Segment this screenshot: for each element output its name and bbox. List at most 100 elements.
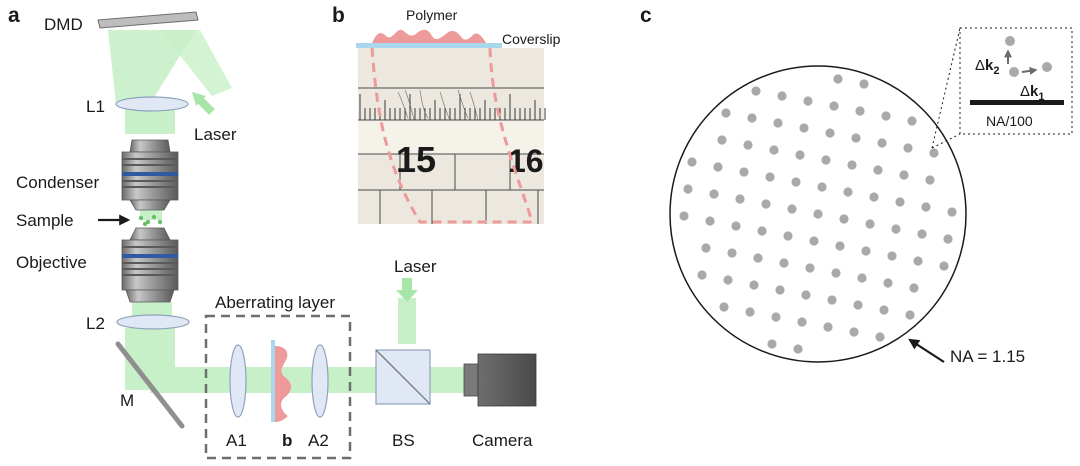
a2-label: A2: [308, 431, 329, 450]
k-space-dot: [883, 278, 893, 288]
sample-beads: [138, 214, 163, 227]
lens-l2: [116, 314, 190, 330]
aberrating-layer-label: Aberrating layer: [215, 293, 335, 312]
k-space-dot: [829, 101, 839, 111]
k-space-dot: [905, 310, 915, 320]
k-space-dot: [809, 236, 819, 246]
k-space-dot: [793, 344, 803, 354]
k-space-dot: [881, 111, 891, 121]
k-space-dot: [891, 224, 901, 234]
objective: [121, 227, 179, 303]
k-space-dot: [753, 253, 763, 263]
dmd-label: DMD: [44, 15, 83, 34]
camera: [463, 353, 537, 407]
k-space-dot: [853, 300, 863, 310]
k-space-dot: [683, 184, 693, 194]
na-arrow: [908, 338, 945, 363]
k-space-dot: [899, 170, 909, 180]
k-space-dot: [797, 317, 807, 327]
panel-b: b 15 16: [332, 4, 561, 224]
inset-dot-top: [1005, 36, 1015, 46]
k-space-dot: [731, 221, 741, 231]
k-space-dot: [795, 150, 805, 160]
k-space-dot: [929, 148, 939, 158]
k-space-dot: [701, 243, 711, 253]
k-space-dot: [925, 175, 935, 185]
dk1-arrow: [1021, 66, 1038, 75]
k-space-dot: [939, 261, 949, 271]
k-space-dot: [787, 204, 797, 214]
k-space-dot: [773, 118, 783, 128]
k-space-dot: [903, 143, 913, 153]
panel-b-letter: b: [332, 4, 345, 27]
dmd-element: [97, 11, 199, 29]
k-space-dot: [907, 116, 917, 126]
aberrating-layer-box: [204, 314, 352, 460]
mirror-m: [115, 341, 185, 429]
na-circle: [669, 65, 967, 363]
distortion-outline: [370, 47, 534, 224]
k-space-dot: [805, 263, 815, 273]
polymer-small: [275, 346, 292, 422]
l2-label: L2: [86, 314, 105, 333]
camera-label: Camera: [472, 431, 533, 450]
k-space-dot: [803, 96, 813, 106]
k-space-dot: [849, 327, 859, 337]
k-space-dot: [775, 285, 785, 295]
k-space-dot: [749, 280, 759, 290]
polymer-profile: [372, 29, 486, 43]
k-space-dot: [779, 258, 789, 268]
panel-c-letter: c: [640, 4, 652, 27]
condenser-label: Condenser: [16, 173, 100, 192]
k-space-dot: [799, 123, 809, 133]
k-space-dot: [847, 160, 857, 170]
laser-right-arrow-shaft: [402, 278, 412, 292]
scale-bar-label: NA/100: [986, 113, 1033, 129]
k-space-dot: [917, 229, 927, 239]
k-space-dot: [947, 207, 957, 217]
k-space-dot: [861, 246, 871, 256]
beam-laser-to-bs: [398, 298, 416, 344]
panel-a-letter: a: [8, 4, 20, 27]
k-space-dot: [865, 219, 875, 229]
bs-label: BS: [392, 431, 415, 450]
laser-top-label: Laser: [194, 125, 237, 144]
condenser: [121, 139, 179, 211]
a1-label: A1: [226, 431, 247, 450]
k-space-dot: [713, 162, 723, 172]
k-space-dot: [687, 157, 697, 167]
k-space-dot: [757, 226, 767, 236]
k-space-dot: [831, 268, 841, 278]
k-space-dot: [705, 216, 715, 226]
k-space-dot: [697, 270, 707, 280]
k-space-dot: [745, 307, 755, 317]
k-space-dot: [859, 79, 869, 89]
lens-l1: [115, 96, 189, 112]
k-space-dot: [877, 138, 887, 148]
beam-dmd-to-l1: [108, 30, 196, 104]
k-space-dot: [743, 140, 753, 150]
k-space-dot: [791, 177, 801, 187]
k-space-dot: [921, 202, 931, 212]
laser-right-arrow-head: [396, 290, 418, 302]
k-space-dot: [783, 231, 793, 241]
k-space-dot: [719, 302, 729, 312]
k-space-dot: [721, 108, 731, 118]
k-space-dot: [843, 187, 853, 197]
k-space-dot: [887, 251, 897, 261]
lens-a2: [311, 344, 329, 418]
k-space-dot: [857, 273, 867, 283]
dk1-label: Δk1: [1020, 83, 1045, 103]
lens-a1: [229, 344, 247, 418]
k-space-dot: [835, 241, 845, 251]
k-space-dot: [679, 211, 689, 221]
laser-right-label: Laser: [394, 257, 437, 276]
k-space-dot: [727, 248, 737, 258]
distortion-streaks: [397, 89, 479, 121]
zoom-inset-box: [959, 27, 1073, 135]
k-space-dot: [855, 106, 865, 116]
dk2-label: Δk2: [975, 57, 1000, 77]
k-space-dot: [895, 197, 905, 207]
k-space-dot: [709, 189, 719, 199]
k-space-dot: [827, 295, 837, 305]
